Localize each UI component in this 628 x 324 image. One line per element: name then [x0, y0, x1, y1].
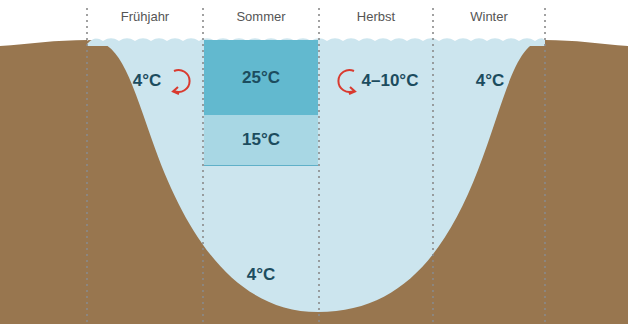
temperature-value: 4°C [476, 71, 505, 91]
season-heading: Winter [470, 9, 508, 24]
temperature-value: 4°C [247, 265, 276, 285]
season-heading: Herbst [357, 9, 395, 24]
temperature-layer: 15°C [204, 115, 318, 166]
season-heading: Sommer [236, 9, 285, 24]
temperature-value: 25°C [242, 68, 280, 88]
water [88, 40, 545, 312]
season-dividers [87, 8, 545, 324]
temperature-value: 15°C [242, 130, 280, 150]
temperature-layer: 25°C [204, 40, 318, 116]
temperature-value: 4°C [133, 71, 162, 91]
season-heading: Frühjahr [121, 9, 169, 24]
ground [0, 40, 628, 324]
temperature-value: 4–10°C [362, 71, 419, 91]
circulation-arrow [173, 70, 190, 94]
circulation-arrow [338, 70, 355, 94]
